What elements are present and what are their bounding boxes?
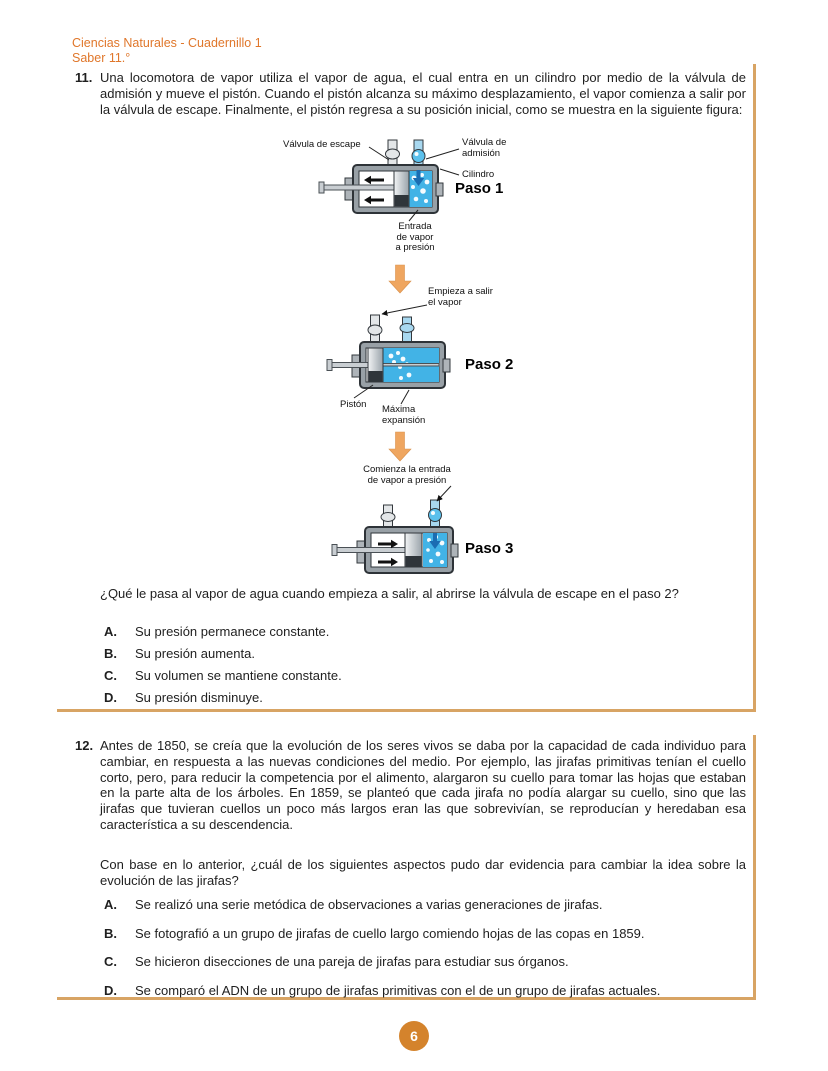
question-12-block: 12. Antes de 1850, se creía que la evolu… [57, 735, 756, 1000]
cylinder-step3-graphic [331, 499, 459, 574]
label-leader-lines [353, 146, 460, 502]
cylinder-label: Cilindro [462, 169, 495, 180]
option-letter: C. [104, 668, 117, 683]
option-text: Su volumen se mantiene constante. [135, 668, 342, 683]
question-11-prompt: ¿Qué le pasa al vapor de agua cuando emp… [100, 586, 679, 601]
piston-label: Pistón [340, 399, 367, 410]
down-arrow-step2-to-step3 [388, 431, 412, 462]
question-11-number: 11. [75, 70, 93, 85]
question-12-number: 12. [75, 738, 94, 753]
steam-inlet-label: Entrada de vapor a presión [395, 221, 435, 253]
option-row-d: D. Su presión disminuye. [104, 690, 342, 706]
cylinder-step1-graphic [318, 139, 444, 214]
option-letter: A. [104, 624, 117, 639]
cylinder-step2-graphic [326, 314, 451, 389]
admission-valve-label: Válvula de admisión [462, 137, 507, 159]
header-test-name: Saber 11.° [72, 51, 131, 65]
option-row-d: D. Se comparó el ADN de un grupo de jira… [104, 983, 753, 999]
option-text: Se hicieron disecciones de una pareja de… [135, 954, 569, 970]
steam-exit-label: Empieza a salir el vapor [428, 286, 493, 308]
question-11-options: A. Su presión permanece constante. B. Su… [104, 624, 342, 712]
page-number-badge: 6 [399, 1021, 429, 1051]
page-header: Ciencias Naturales - Cuadernillo 1 Saber… [72, 36, 262, 66]
question-11-text: Una locomotora de vapor utiliza el vapor… [100, 70, 746, 117]
option-text: Se comparó el ADN de un grupo de jirafas… [135, 982, 661, 998]
piston-diagram-art [318, 139, 460, 574]
option-letter: D. [104, 690, 117, 705]
option-row-c: C. Su volumen se mantiene constante. [104, 668, 342, 684]
option-letter: A. [104, 897, 117, 913]
down-arrow-step1-to-step2 [388, 264, 412, 294]
option-letter: B. [104, 646, 117, 661]
option-text: Se fotografió a un grupo de jirafas de c… [135, 925, 645, 941]
max-expansion-label: Máxima expansión [382, 404, 426, 426]
question-12-text: Antes de 1850, se creía que la evolución… [100, 738, 746, 832]
steam-entry-begins-label: Comienza la entrada de vapor a presión [363, 464, 451, 486]
question-12-options: A. Se realizó una serie metódica de obse… [104, 897, 753, 998]
option-letter: D. [104, 982, 117, 998]
option-text: Su presión permanece constante. [135, 624, 330, 639]
option-row-c: C. Se hicieron disecciones de una pareja… [104, 954, 753, 970]
option-text: Su presión disminuye. [135, 690, 263, 705]
option-row-b: B. Su presión aumenta. [104, 646, 342, 662]
option-letter: C. [104, 954, 117, 970]
step1-label: Paso 1 [455, 180, 504, 197]
option-row-a: A. Se realizó una serie metódica de obse… [104, 897, 753, 913]
step3-label: Paso 3 [465, 540, 514, 557]
option-text: Su presión aumenta. [135, 646, 255, 661]
option-text: Se realizó una serie metódica de observa… [135, 897, 603, 913]
piston-diagram: Válvula de escape Válvula de admisión Ci… [57, 134, 756, 586]
option-row-a: A. Su presión permanece constante. [104, 624, 342, 640]
step2-label: Paso 2 [465, 356, 514, 373]
escape-valve-label: Válvula de escape [283, 139, 361, 150]
question-12-prompt: Con base en lo anterior, ¿cuál de los si… [100, 856, 746, 888]
question-11-block: 11. Una locomotora de vapor utiliza el v… [57, 64, 756, 712]
header-booklet-title: Ciencias Naturales - Cuadernillo 1 [72, 36, 262, 50]
option-row-b: B. Se fotografió a un grupo de jirafas d… [104, 926, 753, 942]
option-letter: B. [104, 925, 117, 941]
